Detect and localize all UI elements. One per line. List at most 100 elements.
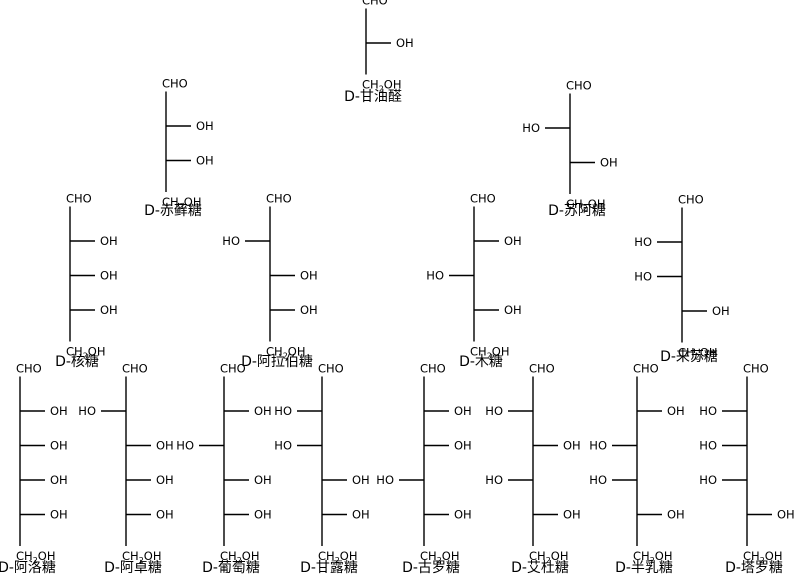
hydroxyl-label: OH — [50, 508, 68, 522]
sugar-name: D-塔罗糖 — [725, 560, 783, 576]
aldehyde-label: CHO — [743, 362, 769, 376]
hydroxyl-label: HO — [222, 234, 240, 248]
aldehyde-label: CHO — [566, 79, 592, 93]
hydroxyl-label: OH — [156, 508, 174, 522]
hydroxyl-label: OH — [156, 439, 174, 453]
sugar-name: D-赤藓糖 — [144, 203, 202, 219]
aldehyde-label: CHO — [162, 77, 188, 91]
hydroxyl-label: OH — [196, 119, 214, 133]
terminal-ch2oh-label: CH2OH — [266, 345, 305, 361]
sugar-name: D-核糖 — [55, 354, 99, 370]
hydroxyl-label: HO — [274, 404, 292, 418]
terminal-ch2oh-label: CH2OH — [529, 549, 568, 565]
sugar-name: D-苏阿糖 — [548, 203, 606, 219]
hydroxyl-label: OH — [100, 303, 118, 317]
hydroxyl-label: OH — [454, 508, 472, 522]
terminal-ch2oh-label: CH2OH — [420, 549, 459, 565]
sugar-name: D-古罗糖 — [402, 560, 460, 576]
hydroxyl-label: OH — [50, 439, 68, 453]
aldehyde-label: CHO — [470, 192, 496, 206]
hydroxyl-label: HO — [78, 404, 96, 418]
hydroxyl-label: HO — [699, 439, 717, 453]
aldehyde-label: CHO — [122, 362, 148, 376]
sugar-name: D-阿拉伯糖 — [241, 354, 313, 370]
hydroxyl-label: OH — [712, 304, 730, 318]
hydroxyl-label: OH — [254, 404, 272, 418]
terminal-ch2oh-label: CH2OH — [743, 549, 782, 565]
terminal-ch2oh-label: CH2OH — [678, 346, 717, 362]
hydroxyl-label: OH — [156, 473, 174, 487]
hydroxyl-label: OH — [667, 404, 685, 418]
hydroxyl-label: HO — [589, 439, 607, 453]
hydroxyl-label: OH — [454, 439, 472, 453]
terminal-ch2oh-label: CH2OH — [362, 78, 401, 94]
aldehyde-label: CHO — [266, 192, 292, 206]
terminal-ch2oh-label: CH2OH — [566, 197, 605, 213]
hydroxyl-label: OH — [50, 404, 68, 418]
aldehyde-label: CHO — [678, 193, 704, 207]
hydroxyl-label: HO — [376, 473, 394, 487]
terminal-ch2oh-label: CH2OH — [633, 549, 672, 565]
sugar-name: D-艾杜糖 — [511, 560, 569, 576]
terminal-ch2oh-label: CH2OH — [16, 549, 55, 565]
sugar-name: D-阿洛糖 — [0, 560, 56, 576]
aldehyde-label: CHO — [66, 192, 92, 206]
hydroxyl-label: OH — [300, 269, 318, 283]
sugar-name: D-阿卓糖 — [104, 560, 162, 576]
hydroxyl-label: OH — [667, 508, 685, 522]
aldehyde-label: CHO — [220, 362, 246, 376]
hydroxyl-label: OH — [352, 473, 370, 487]
aldehyde-label: CHO — [362, 0, 388, 8]
sugar-name: D-甘油醛 — [344, 89, 402, 105]
hydroxyl-label: OH — [100, 234, 118, 248]
sugar-name: D-木糖 — [459, 354, 503, 370]
hydroxyl-label: OH — [454, 404, 472, 418]
sugar-name: D-半乳糖 — [615, 560, 673, 576]
hydroxyl-label: OH — [563, 439, 581, 453]
sugar-name: D-甘露糖 — [300, 560, 358, 576]
hydroxyl-label: OH — [777, 508, 795, 522]
aldehyde-label: CHO — [420, 362, 446, 376]
hydroxyl-label: OH — [254, 473, 272, 487]
terminal-ch2oh-label: CH2OH — [318, 549, 357, 565]
terminal-ch2oh-label: CH2OH — [220, 549, 259, 565]
hydroxyl-label: HO — [274, 439, 292, 453]
hydroxyl-label: HO — [634, 235, 652, 249]
hydroxyl-label: OH — [254, 508, 272, 522]
terminal-ch2oh-label: CH2OH — [162, 195, 201, 211]
terminal-ch2oh-label: CH2OH — [470, 345, 509, 361]
hydroxyl-label: HO — [522, 121, 540, 135]
hydroxyl-label: HO — [589, 473, 607, 487]
aldehyde-label: CHO — [529, 362, 555, 376]
hydroxyl-label: OH — [396, 36, 414, 50]
aldehyde-label: CHO — [318, 362, 344, 376]
terminal-ch2oh-label: CH2OH — [66, 345, 105, 361]
aldehyde-label: CHO — [633, 362, 659, 376]
hydroxyl-label: OH — [504, 303, 522, 317]
terminal-ch2oh-label: CH2OH — [122, 549, 161, 565]
sugar-name: D-葡萄糖 — [202, 560, 260, 576]
hydroxyl-label: OH — [300, 303, 318, 317]
hydroxyl-label: HO — [699, 473, 717, 487]
hydroxyl-label: HO — [426, 269, 444, 283]
hydroxyl-label: HO — [634, 270, 652, 284]
hydroxyl-label: OH — [600, 156, 618, 170]
hydroxyl-label: OH — [504, 234, 522, 248]
hydroxyl-label: OH — [563, 508, 581, 522]
hydroxyl-label: OH — [50, 473, 68, 487]
